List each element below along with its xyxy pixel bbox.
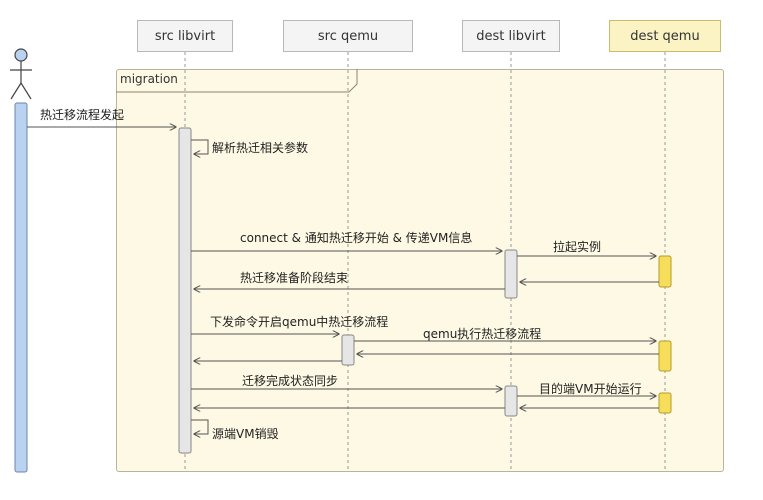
message-label-m5: 热迁移准备阶段结束 [240,271,349,285]
migration-frame [116,69,724,472]
frame-label-tab [116,69,358,93]
activation-dest-libvirt-2 [504,385,518,417]
participant-dest-qemu: dest qemu [609,20,721,52]
activation-dest-qemu-2 [658,340,672,372]
arrow-m10 [191,419,209,434]
arrow-m2 [191,139,209,154]
activation-dest-qemu-1 [658,255,672,288]
message-label-m4: 拉起实例 [553,240,602,254]
actor-icon [10,48,32,100]
message-label-m1: 热迁移流程发起 [40,108,125,122]
participant-src-qemu: src qemu [283,20,413,52]
activation-dest-libvirt-1 [504,249,518,299]
frame-label: migration [116,69,356,93]
message-label-m10: 源端VM销毁 [212,427,279,441]
message-label-m8: 迁移完成状态同步 [242,374,339,388]
message-label-m3: connect & 通知热迁移开始 & 传递VM信息 [240,231,473,245]
message-label-m9: 目的端VM开始运行 [539,382,642,396]
message-label-m2: 解析热迁相关参数 [212,141,309,155]
message-label-m7: qemu执行热迁移流程 [423,327,542,341]
activation-src-qemu [341,334,355,366]
participant-dest-libvirt: dest libvirt [462,20,560,52]
message-label-m6: 下发命令开启qemu中热迁移流程 [210,315,389,329]
participant-src-libvirt: src libvirt [137,20,233,52]
frame-label-text: migration [120,72,178,86]
activation-dest-qemu-3 [658,392,672,414]
activation-src-libvirt [178,127,192,454]
actor-activation [14,102,28,473]
